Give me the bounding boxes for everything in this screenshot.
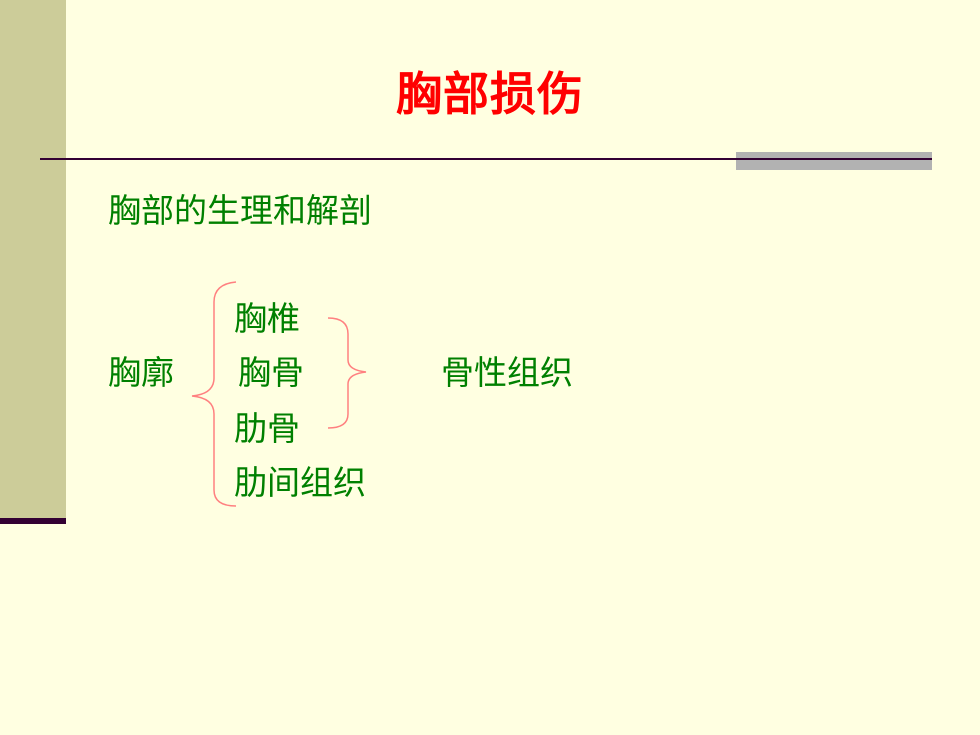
diagram-group-label: 骨性组织 [441, 353, 573, 392]
left-decor-bar-base [0, 518, 66, 524]
right-curly-brace [327, 317, 367, 429]
diagram-child-intercostal-tissue: 肋间组织 [234, 463, 366, 502]
title-rule-accent [736, 152, 932, 170]
title-rule [40, 158, 932, 160]
left-curly-brace [191, 281, 237, 507]
section-heading: 胸部的生理和解剖 [108, 191, 372, 230]
diagram-root-label: 胸廓 [108, 353, 174, 392]
diagram-child-ribs: 肋骨 [234, 409, 300, 448]
left-decor-bar [0, 0, 66, 523]
diagram-child-thoracic-vertebrae: 胸椎 [234, 299, 300, 338]
slide-title: 胸部损伤 [396, 67, 584, 121]
diagram-child-sternum: 胸骨 [238, 353, 304, 392]
title-rule-accent-line [736, 158, 932, 160]
